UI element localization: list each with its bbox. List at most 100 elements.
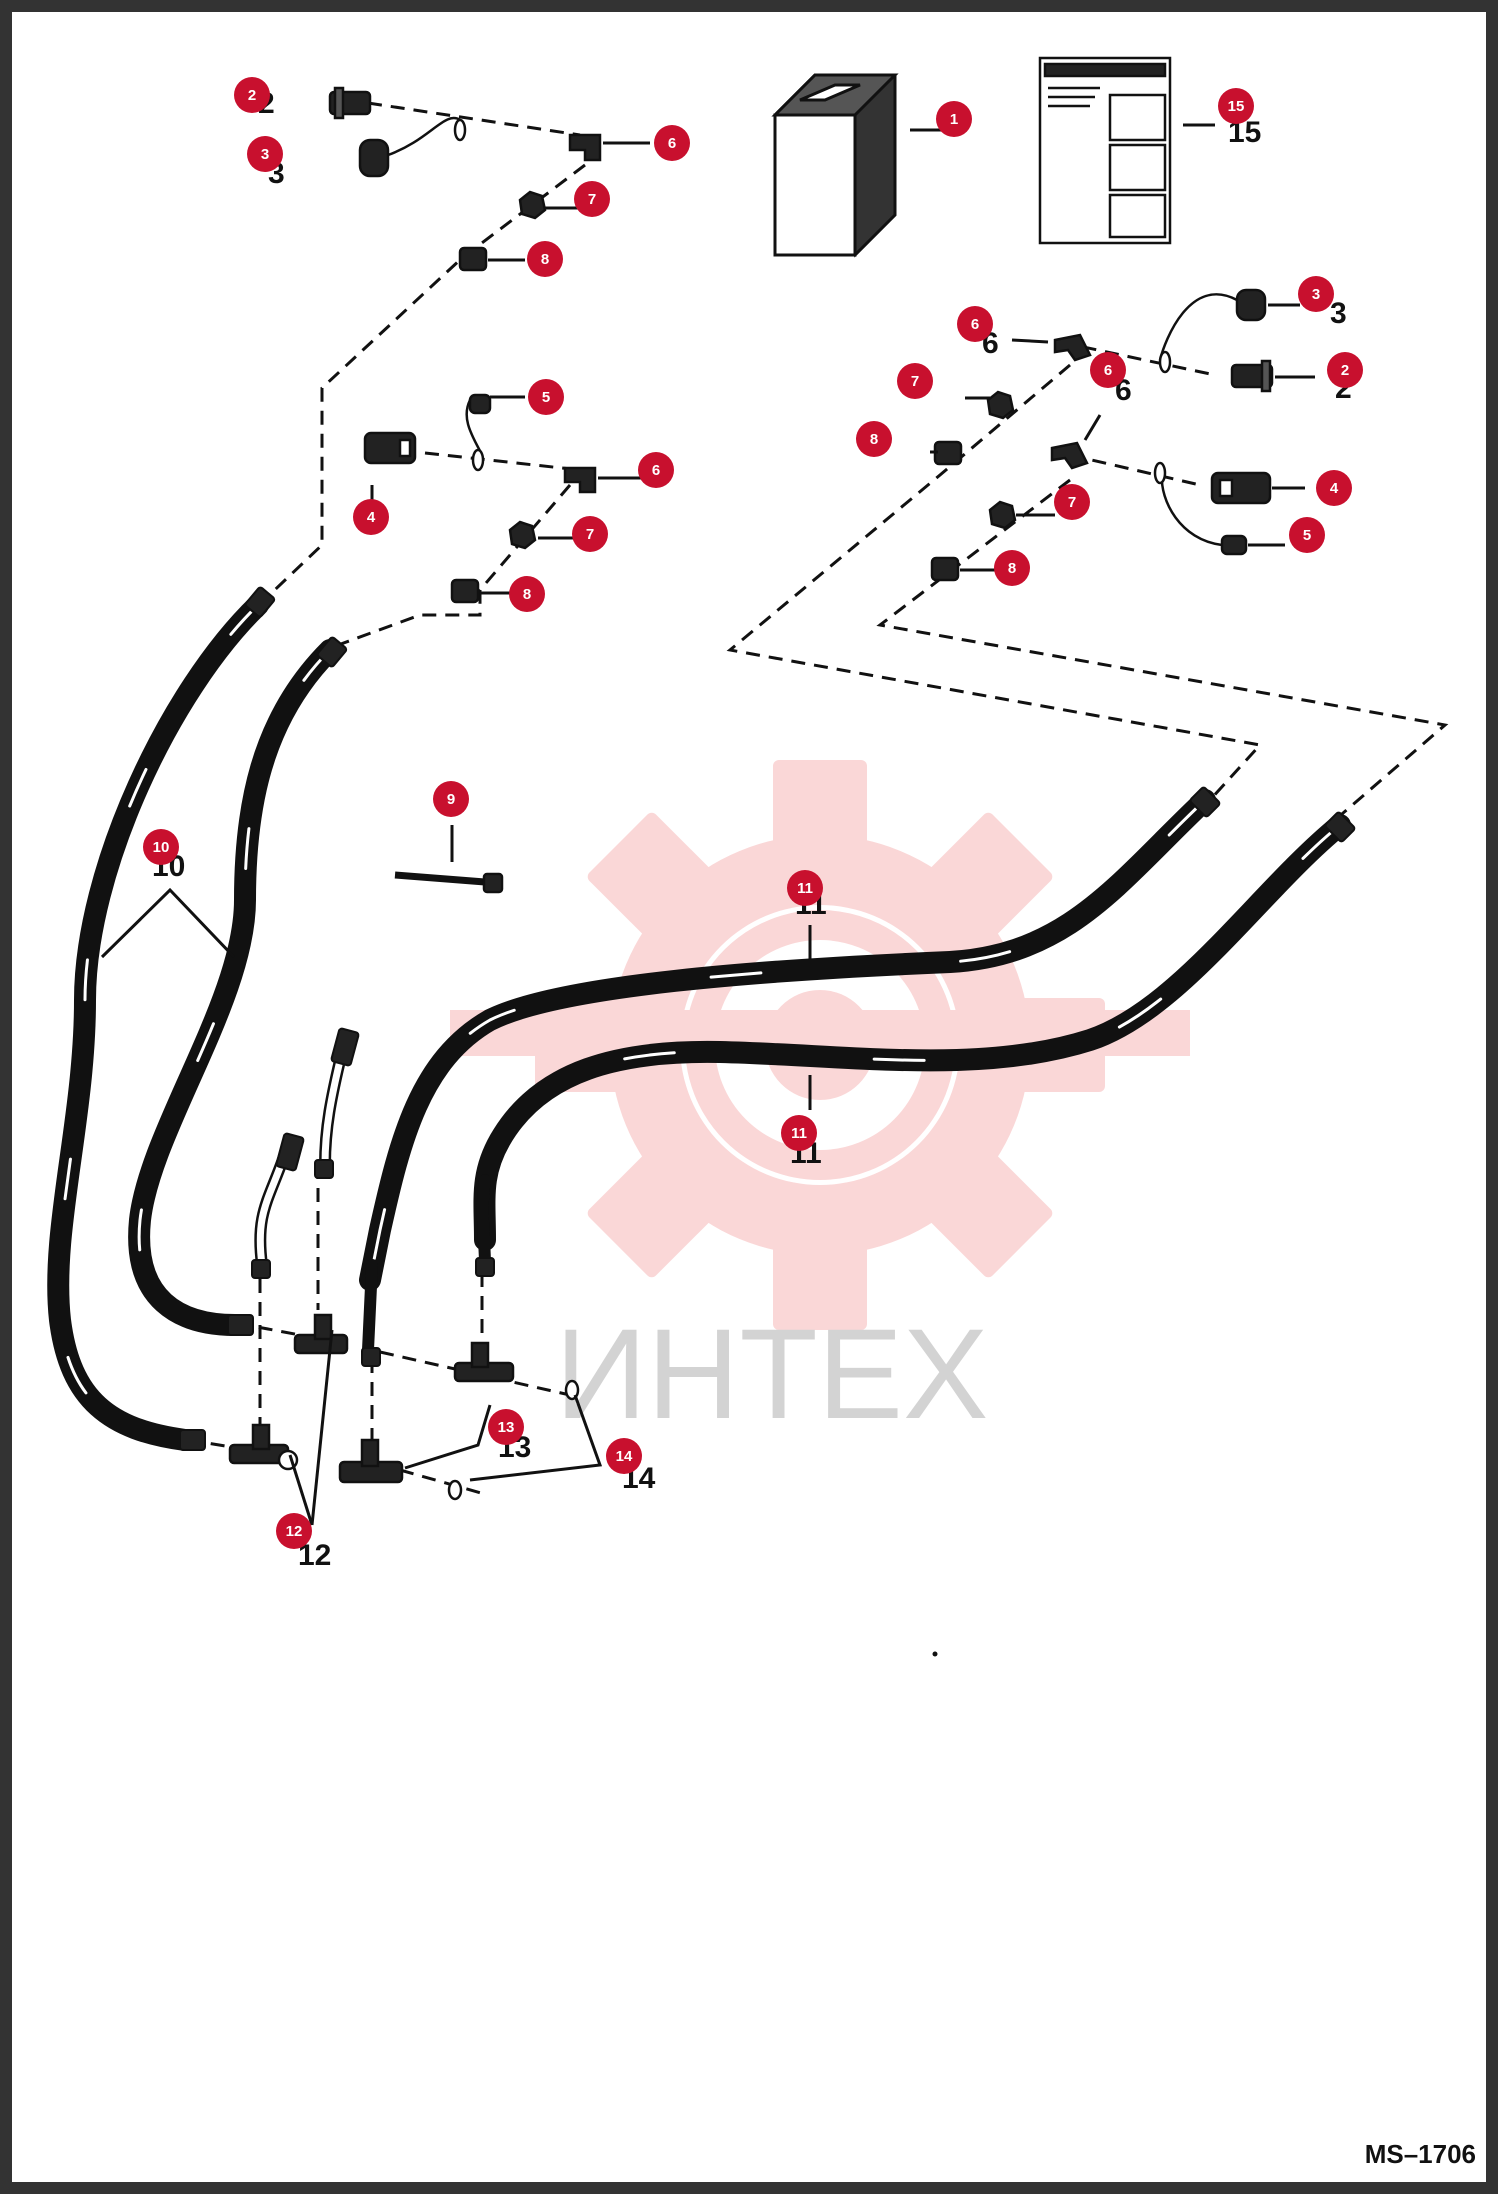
- o-ring-14-upper-icon: [564, 1379, 580, 1401]
- callout-10: 10: [143, 829, 179, 865]
- callout-4-right: 4: [1316, 470, 1352, 506]
- svg-text:4: 4: [367, 509, 376, 526]
- svg-text:8: 8: [1008, 560, 1016, 577]
- tube-11-end: [362, 1259, 378, 1356]
- svg-text:9: 9: [447, 791, 455, 808]
- instruction-sheet-icon: [1038, 56, 1172, 245]
- tee-13-lower-icon: [338, 1438, 404, 1484]
- callout-3-left: 3: [247, 136, 283, 172]
- callout-5-right: 5: [1289, 517, 1325, 553]
- callout-6-right-upper: 6: [957, 306, 993, 342]
- elbow-6-right-upper-icon: [1053, 333, 1092, 362]
- nut-7-left-lower-icon: [508, 520, 537, 550]
- callout-8-right-upper: 8: [856, 421, 892, 457]
- hose-11-lower: [473, 814, 1351, 1251]
- tube-11b-end: [476, 1174, 491, 1271]
- svg-text:13: 13: [498, 1419, 515, 1436]
- coupler-2-right-icon: [1230, 359, 1274, 393]
- callout-1: 1: [936, 101, 972, 137]
- coupler-4-right-icon: [1210, 471, 1272, 505]
- callout-5-left: 5: [528, 379, 564, 415]
- callout-7-left-lower: 7: [572, 516, 608, 552]
- callout-4-left: 4: [353, 499, 389, 535]
- callout-13: 13: [488, 1409, 524, 1445]
- svg-text:8: 8: [541, 251, 549, 268]
- o-ring-14-lower-icon: [447, 1479, 463, 1501]
- callout-6-left-lower: 6: [638, 452, 674, 488]
- callout-8-right-lower: 8: [994, 550, 1030, 586]
- svg-text:15: 15: [1228, 98, 1245, 115]
- svg-text:8: 8: [870, 431, 878, 448]
- printed-number-3-right: 3: [1330, 297, 1347, 330]
- callout-7-right-lower: 7: [1054, 484, 1090, 520]
- cap-3-right-icon: [1158, 288, 1267, 361]
- adapter-8-left-upper-icon: [458, 246, 488, 272]
- callout-9: 9: [433, 781, 469, 817]
- nut-7-right-lower-icon: [988, 500, 1017, 530]
- callout-2-left: 2: [234, 77, 270, 113]
- callout-badges: 1 2 2 3 3 4 4 5 5 6 6 6 6 7 7 7 7 8 8 8 …: [143, 77, 1363, 1549]
- svg-text:6: 6: [1104, 362, 1112, 379]
- callout-11-lower: 11: [781, 1115, 817, 1151]
- svg-text:8: 8: [523, 586, 531, 603]
- nut-7-right-upper-icon: [986, 390, 1015, 420]
- watermark-text: ИНТЕХ: [555, 1303, 988, 1446]
- adapter-8-left-lower-icon: [450, 578, 480, 604]
- svg-text:5: 5: [542, 389, 550, 406]
- parts-box-icon: [771, 73, 899, 258]
- adapter-8-right-upper-icon: [933, 440, 963, 466]
- callout-6-left-upper: 6: [654, 125, 690, 161]
- coupler-2-left-icon: [328, 86, 372, 120]
- hose-11-upper: [359, 789, 1216, 1291]
- callout-7-right-upper: 7: [897, 363, 933, 399]
- svg-text:5: 5: [1303, 527, 1311, 544]
- callout-8-left-upper: 8: [527, 241, 563, 277]
- svg-text:4: 4: [1330, 480, 1339, 497]
- callout-14: 14: [606, 1438, 642, 1474]
- svg-text:10: 10: [153, 839, 170, 856]
- elbow-6-left-upper-icon: [568, 133, 602, 162]
- coupler-4-left-icon: [363, 431, 417, 465]
- svg-text:6: 6: [652, 462, 660, 479]
- hose-10-inner: [128, 639, 341, 1336]
- fittings-group: [228, 86, 1274, 1501]
- callout-6-right-lower: 6: [1090, 352, 1126, 388]
- svg-text:3: 3: [1312, 286, 1320, 303]
- adapter-8-right-lower-icon: [930, 556, 960, 582]
- svg-text:3: 3: [261, 146, 269, 163]
- tee-12-upper-icon: [293, 1313, 349, 1355]
- svg-text:2: 2: [248, 87, 256, 104]
- svg-text:2: 2: [1341, 362, 1349, 379]
- elbow-6-right-lower-icon: [1050, 441, 1089, 470]
- drawing-code-label: MS–1706: [1364, 2139, 1476, 2169]
- cap-5-left-icon: [465, 393, 492, 456]
- tee-13-upper-icon: [453, 1341, 515, 1383]
- svg-text:6: 6: [971, 316, 979, 333]
- svg-text:11: 11: [797, 880, 813, 897]
- callout-3-right: 3: [1298, 276, 1334, 312]
- svg-text:7: 7: [1068, 494, 1076, 511]
- tee-12-lower-icon: [228, 1423, 299, 1471]
- nut-7-left-upper-icon: [518, 190, 547, 220]
- svg-text:1: 1: [950, 111, 958, 128]
- svg-text:7: 7: [911, 373, 919, 390]
- svg-text:6: 6: [668, 135, 676, 152]
- svg-text:14: 14: [616, 1448, 633, 1465]
- hose-end-fittings: [179, 586, 1356, 1451]
- callout-11-upper: 11: [787, 870, 823, 906]
- callout-8-left-lower: 8: [509, 576, 545, 612]
- callout-2-right: 2: [1327, 352, 1363, 388]
- pin-9-icon: [394, 871, 504, 894]
- svg-text:12: 12: [286, 1523, 303, 1540]
- stray-dot: [932, 1651, 938, 1657]
- leader-lines: [100, 123, 1315, 1526]
- hoses-group: [47, 594, 1351, 1451]
- callout-15: 15: [1218, 88, 1254, 124]
- svg-text:11: 11: [791, 1125, 807, 1142]
- cap-3-left-icon: [358, 116, 461, 178]
- callout-7-left-upper: 7: [574, 181, 610, 217]
- callout-12: 12: [276, 1513, 312, 1549]
- svg-text:7: 7: [586, 526, 594, 543]
- elbow-6-left-lower-icon: [563, 466, 597, 494]
